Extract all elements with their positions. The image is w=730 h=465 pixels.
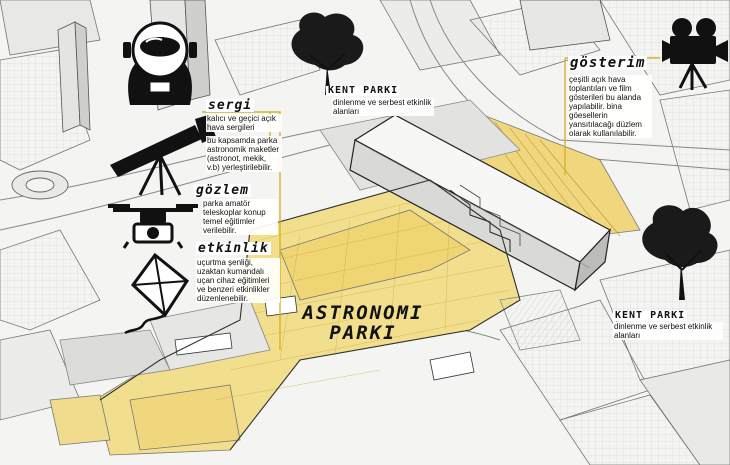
kent-parki-top-title: KENT PARKI <box>326 85 401 96</box>
astronomy-park-title-line2: PARKI <box>329 322 397 344</box>
kent-parki-top-text: dinlenme ve serbest etkinlik alanları <box>332 98 434 116</box>
astronomy-park-title-line1: ASTRONOMI <box>302 302 424 324</box>
gosterim-text: çeşitli açık hava toplantıları ve film g… <box>568 75 652 138</box>
gosterim-heading: gösterim <box>568 55 648 71</box>
tree-icon <box>291 12 718 300</box>
sergi-text-2: bu kapsamda parka astronomik maketler (a… <box>206 136 282 172</box>
etkinlik-heading: etkinlik <box>196 241 271 256</box>
kent-parki-right-title: KENT PARKI <box>613 310 688 321</box>
main-building <box>349 114 611 292</box>
sergi-heading: sergi <box>206 98 255 113</box>
drone-icon <box>108 204 198 249</box>
kite-icon <box>124 252 189 335</box>
gozlem-text: parka amatör teleskoplar konup temel eği… <box>202 199 278 235</box>
kent-parki-right-text: dinlenme ve serbest etkinlik alanları <box>613 322 723 340</box>
roundabout <box>11 170 69 200</box>
astronaut-helmet-icon <box>123 21 197 105</box>
site-boundary <box>99 179 521 451</box>
sergi-text-1: kalıcı ve geçici açık hava sergileri <box>206 114 282 132</box>
film-camera-icon <box>662 18 728 90</box>
etkinlik-text: uçurtma şenliği, uzaktan kumandalı uçan … <box>196 258 280 303</box>
astronomy-park-title: ASTRONOMI PARKI <box>282 303 444 343</box>
astronomy-plaza <box>49 179 521 456</box>
gozlem-heading: gözlem <box>194 183 251 198</box>
